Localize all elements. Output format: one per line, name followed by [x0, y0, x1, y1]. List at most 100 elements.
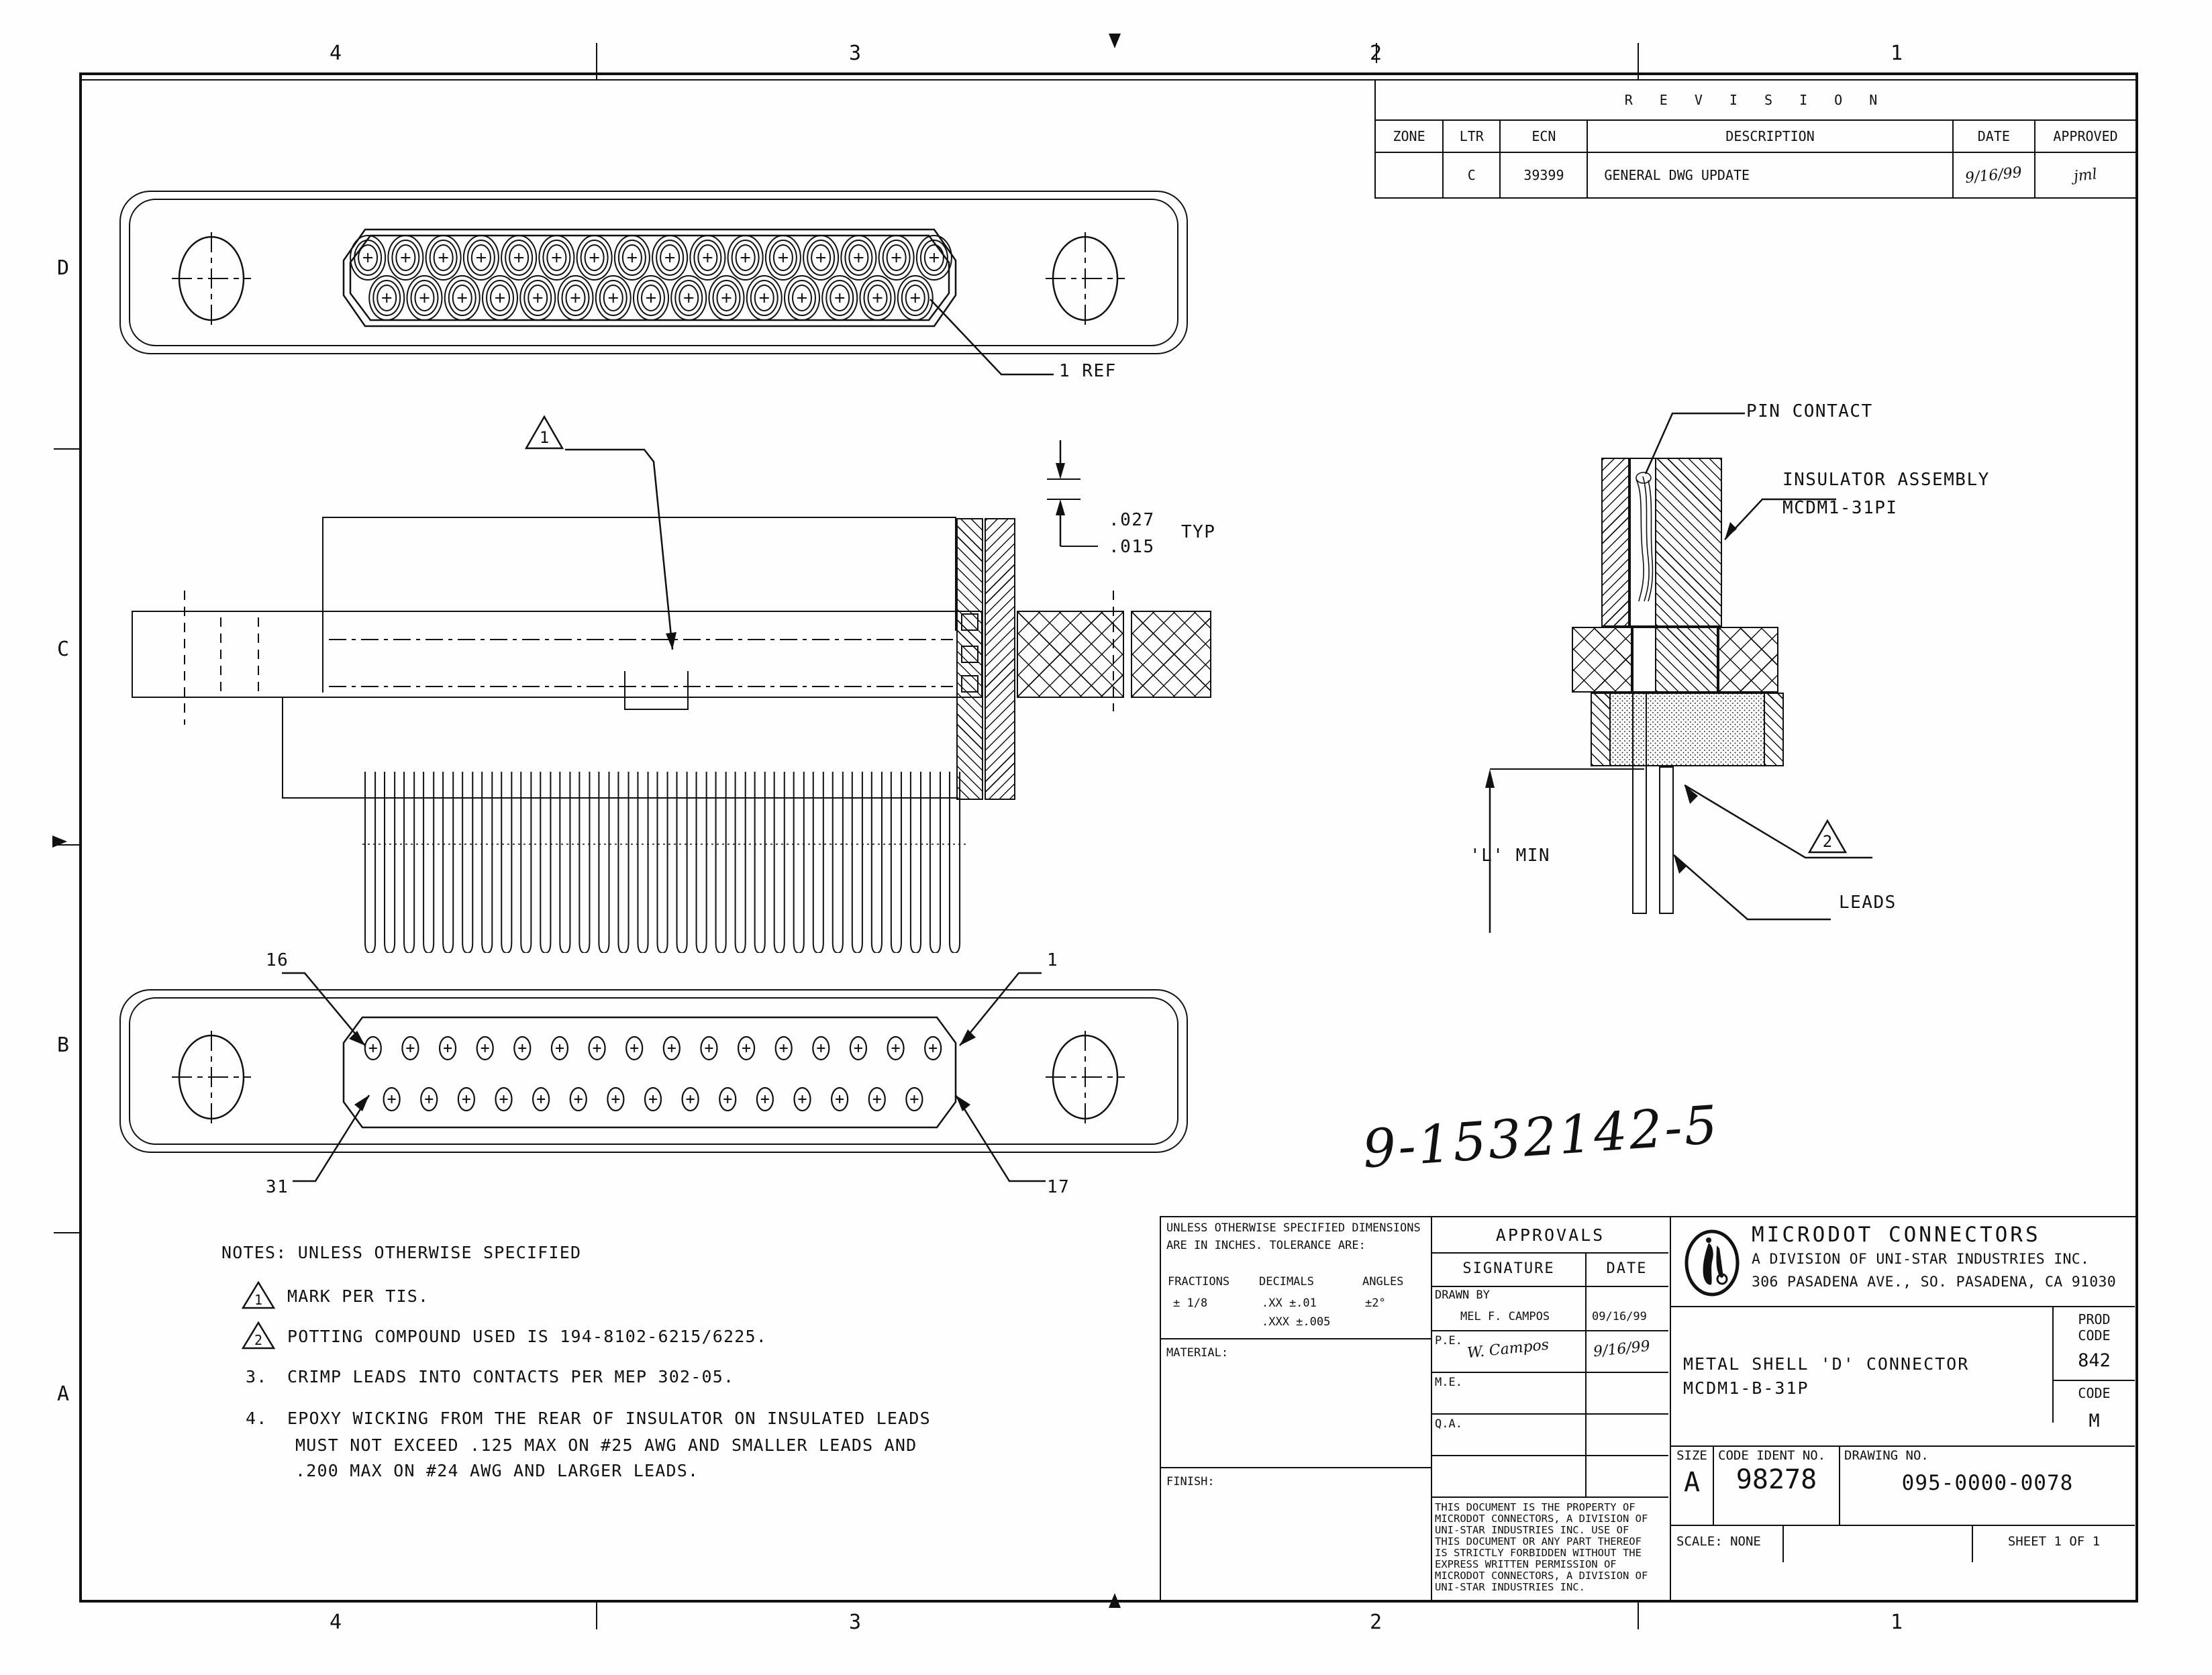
mount-hole-left-icon [172, 232, 251, 325]
detail-flange-bore [1632, 627, 1656, 693]
center-mark-top-icon [1109, 34, 1121, 48]
revision-block: R E V I S I O N ZONE LTR ECN DESCRIPTION… [1374, 79, 2138, 199]
prod-code-value: 842 [2078, 1350, 2111, 1371]
list-item: 4. EPOXY WICKING FROM THE REAR OF INSULA… [221, 1409, 930, 1435]
approvals-row5-divider [1585, 1456, 1587, 1498]
table-row: M.E. [1432, 1373, 1668, 1415]
table-row: P.E. W. Campos 9/16/99 [1432, 1331, 1668, 1373]
approvals-row4-divider [1585, 1415, 1587, 1456]
bottom-view-leader-31-icon [293, 1095, 370, 1182]
detail-flag-note-2-number: 2 [1822, 832, 1833, 851]
center-mark-left-icon [52, 835, 67, 848]
top-view-ref-leader [926, 295, 1114, 392]
detail-insulator-label-line2: MCDM1-31PI [1782, 498, 1898, 518]
bottom-view-pins-svg [364, 1035, 942, 1112]
company-name: MICRODOT CONNECTORS [1752, 1223, 2041, 1247]
detail-wire-strands-icon [1636, 472, 1654, 602]
section-flange-hole-left-b [258, 617, 259, 691]
approvals-date-pe: 9/16/99 [1593, 1338, 1651, 1361]
section-contact-box-b [961, 646, 978, 663]
bottom-view-d-insert [341, 1015, 958, 1130]
top-view-pin-array [349, 231, 953, 325]
bottom-view-label-16: 16 [266, 950, 289, 970]
section-contact-box-c [961, 675, 978, 693]
detail-leads-leader-upper-icon [1684, 784, 1872, 859]
zone-top-1: 1 [1890, 42, 1903, 65]
zone-tick-top-a [596, 43, 597, 79]
mount-hole-br-icon [1046, 1031, 1125, 1123]
detail-insulator-leader-icon [1724, 498, 1836, 540]
detail-flag-note-2: 2 [1807, 817, 1848, 859]
flag-triangle-note2-icon [241, 1321, 276, 1350]
part-title-line1: METAL SHELL 'D' CONNECTOR [1683, 1354, 1970, 1374]
approvals-role-qa: Q.A. [1435, 1417, 1462, 1431]
material-label: MATERIAL: [1166, 1346, 1229, 1360]
tolerance-header-angles: ANGLES [1362, 1275, 1404, 1288]
detail-contact-bore [1629, 458, 1656, 627]
zone-bottom-2: 2 [1369, 1611, 1382, 1634]
detail-pin-contact-leader [1605, 400, 1773, 483]
detail-flange-left [1572, 627, 1632, 693]
proprietary-line-6: EXPRESS WRITTEN PERMISSION OF [1435, 1558, 1617, 1570]
revision-header-ltr: LTR [1442, 119, 1501, 153]
top-view-ref-label: 1 REF [1059, 361, 1117, 381]
tolerance-divider-2 [1161, 1467, 1432, 1468]
mount-hole-right-icon [1046, 232, 1125, 325]
bottom-view-shell-inner [129, 997, 1178, 1145]
revision-cell-zone [1374, 152, 1444, 199]
zone-tick-bot-a [596, 1603, 597, 1629]
section-contact-box-a [961, 613, 978, 631]
detail-lmin-dimension-icon [1485, 768, 1644, 933]
section-flag-leader [564, 435, 685, 659]
zone-tick-left-b [54, 844, 82, 846]
tolerance-value-fractions: ± 1/8 [1173, 1297, 1208, 1310]
code-cell: CODE M [2054, 1381, 2135, 1445]
bottom-view-label-17: 17 [1047, 1177, 1070, 1197]
tolerance-header-fractions: FRACTIONS [1168, 1275, 1230, 1288]
scale-sheet-row: SCALE: NONE SHEET 1 OF 1 [1671, 1525, 2135, 1562]
section-dimension-suffix: TYP [1181, 522, 1216, 542]
flag-triangle-icon [524, 415, 564, 450]
code-ident-cell: CODE IDENT NO. 98278 [1714, 1445, 1840, 1525]
bottom-view-leader-16 [278, 961, 385, 1058]
zone-left-b: B [56, 1033, 70, 1057]
approvals-header-divider [1585, 1254, 1587, 1287]
section-lead-comb [362, 772, 966, 954]
detail-leads-leader-upper [1671, 778, 1886, 868]
section-lead-comb-svg [362, 772, 966, 954]
approvals-header-row: SIGNATURE DATE [1432, 1254, 1668, 1287]
scale-cell: SCALE: NONE [1671, 1525, 1784, 1562]
section-insulator-hatch-a [956, 518, 983, 800]
section-centerline-a [329, 639, 953, 640]
pe-signature-icon: W. Campos [1466, 1336, 1550, 1362]
bottom-view-leader-1-icon [959, 972, 1042, 1046]
bottom-view-leader-1 [940, 961, 1047, 1058]
section-flange-hole-left-a [220, 617, 221, 691]
section-body-upper [322, 517, 956, 631]
tolerance-note-line1: UNLESS OTHERWISE SPECIFIED DIMENSIONS [1166, 1221, 1421, 1235]
section-flag-note-1: 1 [523, 413, 565, 455]
detail-lead-1 [1632, 693, 1647, 914]
center-mark-bottom-icon [1109, 1593, 1121, 1608]
table-row: Q.A. [1432, 1415, 1668, 1456]
company-column: MICRODOT CONNECTORS A DIVISION OF UNI-ST… [1671, 1217, 2135, 1601]
detail-leads-leader-lower [1664, 847, 1852, 930]
detail-lmin-dimension [1476, 765, 1664, 969]
top-view-ref-leader-icon [929, 299, 1054, 376]
detail-pin-contact-leader-icon [1644, 412, 1745, 474]
code-value: M [2089, 1411, 2100, 1431]
zone-bottom-3: 3 [848, 1611, 862, 1634]
prod-code-cell: PROD CODE 842 [2054, 1307, 2135, 1381]
frame-inner-top [79, 79, 2138, 81]
titleblock-divider-drawing [1671, 1445, 2135, 1447]
top-view-mount-hole-right [1042, 228, 1129, 332]
approvals-signature-drawn-by: MEL F. CAMPOS [1460, 1310, 1550, 1323]
zone-tick-left-a [54, 448, 82, 450]
notes-heading: NOTES: UNLESS OTHERWISE SPECIFIED [221, 1243, 582, 1262]
notes-block: NOTES: UNLESS OTHERWISE SPECIFIED 1 MARK… [221, 1243, 930, 1486]
scale-label: SCALE: [1676, 1534, 1723, 1549]
revision-header-row: ZONE LTR ECN DESCRIPTION DATE APPROVED [1374, 119, 2138, 153]
zone-left-a: A [56, 1382, 70, 1406]
list-item: 2 POTTING COMPOUND USED IS 194-8102-6215… [221, 1321, 766, 1352]
